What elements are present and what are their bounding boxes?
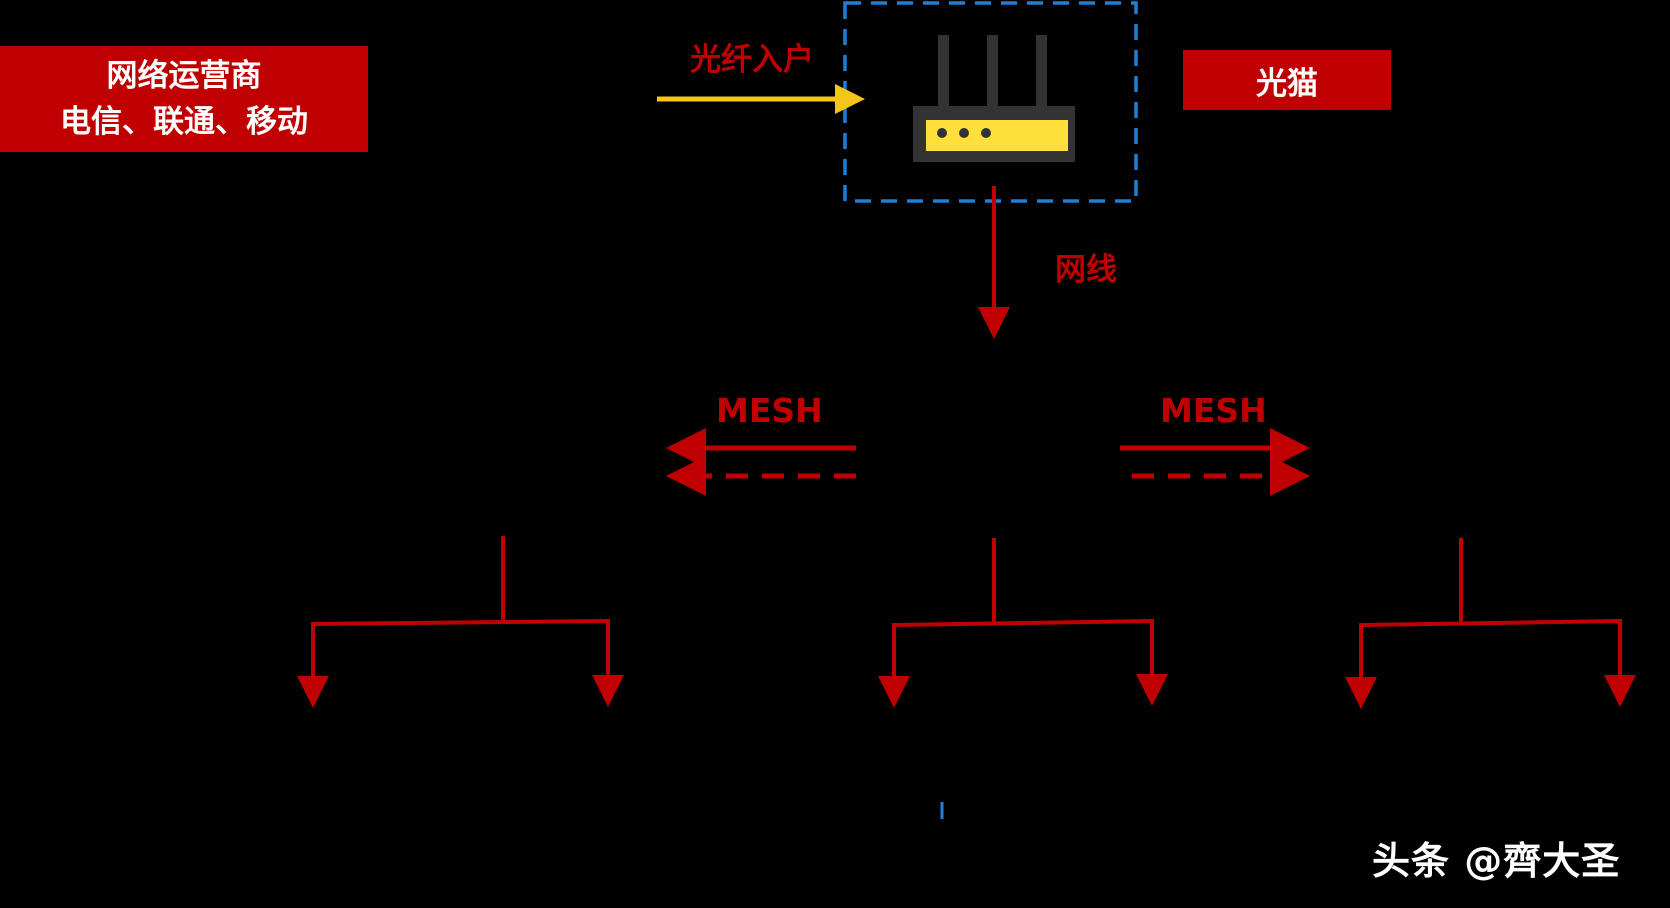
modem-dashed-frame xyxy=(843,1,1138,203)
branch-right xyxy=(1345,538,1636,709)
modem-label: 光猫 xyxy=(1256,65,1318,102)
ethernet-cable-label: 网线 xyxy=(1055,252,1117,288)
mesh-right-label: MESH xyxy=(1160,391,1267,430)
branch-left xyxy=(297,536,624,708)
branch-middle xyxy=(878,538,1168,708)
isp-title: 网络运营商 xyxy=(106,58,262,94)
modem-label-box: 光猫 xyxy=(1183,50,1391,110)
watermark: 头条 @齊大圣 xyxy=(1372,839,1621,883)
fiber-input-label: 光纤入户 xyxy=(690,42,814,78)
isp-label-box: 网络运营商 电信、联通、移动 xyxy=(0,46,368,152)
isp-carriers: 电信、联通、移动 xyxy=(60,104,308,140)
mesh-left-label: MESH xyxy=(716,391,823,430)
router-modem-icon xyxy=(913,35,1075,162)
